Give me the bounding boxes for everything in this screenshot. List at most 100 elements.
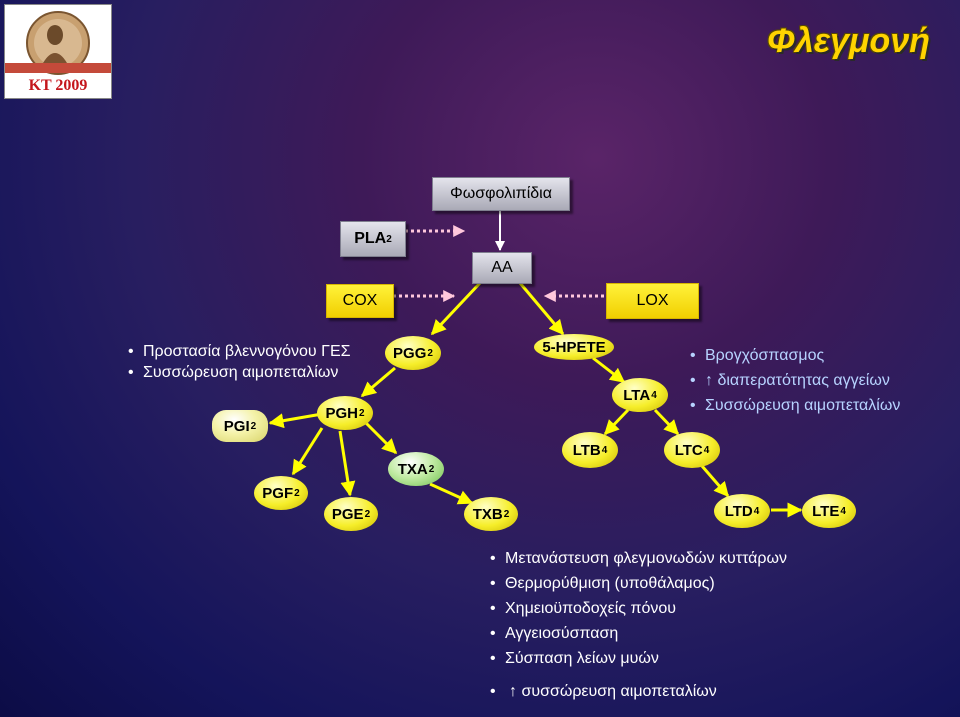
bullet-dot: • xyxy=(690,397,696,414)
bullet-dot: • xyxy=(490,683,496,700)
txa-to-txb-arrow xyxy=(429,482,474,505)
ltb-effect-3-text: Χημειοϋποδοχείς πόνου xyxy=(505,600,677,617)
ltc-to-ltd-arrow xyxy=(700,465,730,498)
aa-to-pgg-arrow xyxy=(430,281,482,336)
pgh-to-pgf-arrow xyxy=(291,427,324,476)
pgh-to-txa-arrow xyxy=(363,420,398,455)
pgh2-label: PGH xyxy=(325,404,358,422)
lox-box: LOX xyxy=(606,283,699,319)
bullet-dot: • xyxy=(128,364,134,381)
ltb-effect-2-text: Θερμορύθμιση (υποθάλαμος) xyxy=(505,575,715,592)
ltb-effect-2: • Θερμορύθμιση (υποθάλαμος) xyxy=(490,575,715,593)
pgg2-label: PGG xyxy=(393,344,427,362)
phospholipids-box: Φωσφολιπίδια xyxy=(432,177,570,211)
aa-box: AA xyxy=(472,252,532,284)
hpete-node: 5-HPETE xyxy=(534,334,614,360)
ltb4-label: LTB xyxy=(572,441,601,459)
pgh-to-pgi-arrow xyxy=(268,412,323,429)
lta-to-ltc-arrow xyxy=(653,408,680,436)
medallion-icon xyxy=(5,11,111,75)
ltb-effect-4-text: Αγγειοσύσπαση xyxy=(505,625,619,642)
bullet-dot: • xyxy=(690,347,696,364)
bullet-dot: • xyxy=(490,650,496,667)
pgh-to-pge-arrow xyxy=(338,430,356,497)
txa2-label: TXA xyxy=(397,460,428,478)
cox-label: COX xyxy=(342,292,378,309)
ltb-effect-3: • Χημειοϋποδοχείς πόνου xyxy=(490,600,676,618)
ltb-effect-1-text: Μετανάστευση φλεγμονωδών κυττάρων xyxy=(505,550,788,567)
bullet-dot: • xyxy=(490,575,496,592)
lte4-subscript: 4 xyxy=(840,505,846,517)
ltb-effect-5: • Σύσπαση λείων μυών xyxy=(490,650,659,668)
prostacyclin-effect-1: • Προστασία βλεννογόνου ΓΕΣ xyxy=(128,343,351,361)
ltb-effect-5-text: Σύσπαση λείων μυών xyxy=(505,650,659,667)
leukotriene-effect-1-text: Βρογχόσπασμος xyxy=(705,347,825,364)
logo-year-text: KT 2009 xyxy=(28,77,88,94)
pgg-to-pgh-arrow xyxy=(360,366,396,398)
bullet-dot: • xyxy=(490,600,496,617)
prostacyclin-effect-1-text: Προστασία βλεννογόνου ΓΕΣ xyxy=(143,343,351,360)
ltd4-label: LTD xyxy=(724,502,753,520)
leukotriene-effect-1: • Βρογχόσπασμος xyxy=(690,347,824,365)
ltb-effect-6: • ↑ συσσώρευση αιμοπεταλίων xyxy=(490,683,717,701)
aa-to-hpete-arrow xyxy=(518,282,565,336)
pgf2-label: PGF xyxy=(262,484,294,502)
lta-to-ltb-arrow xyxy=(603,408,630,436)
lox-label: LOX xyxy=(636,292,669,309)
pgi2-label: PGI xyxy=(223,417,250,435)
bullet-dot: • xyxy=(490,625,496,642)
ltb-effect-1: • Μετανάστευση φλεγμονωδών κυττάρων xyxy=(490,550,787,568)
lte4-label: LTE xyxy=(812,502,840,520)
lta4-label: LTA xyxy=(623,386,651,404)
ltc4-label: LTC xyxy=(674,441,703,459)
leukotriene-effect-3-text: Συσσώρευση αιμοπεταλίων xyxy=(705,397,901,414)
slide-title: Φλεγμονή xyxy=(767,22,930,60)
leukotriene-effect-3: • Συσσώρευση αιμοπεταλίων xyxy=(690,397,900,415)
pgf2-subscript: 2 xyxy=(294,487,300,499)
ltc4-subscript: 4 xyxy=(703,444,710,456)
bullet-dot: • xyxy=(490,550,496,567)
prostacyclin-effect-2-text: Συσσώρευση αιμοπεταλίων xyxy=(143,364,339,381)
txb2-label: TXB xyxy=(472,505,503,523)
ltb4-subscript: 4 xyxy=(601,444,608,456)
ltd4-subscript: 4 xyxy=(753,505,760,517)
txb2-subscript: 2 xyxy=(503,508,510,520)
aa-label: AA xyxy=(491,259,513,276)
ltb-effect-4: • Αγγειοσύσπαση xyxy=(490,625,618,643)
hpete-to-lta-arrow xyxy=(592,356,626,384)
pge2-label: PGE xyxy=(331,505,364,523)
pgh2-subscript: 2 xyxy=(358,407,365,419)
lta4-subscript: 4 xyxy=(651,389,657,401)
phospholipids-label: Φωσφολιπίδια xyxy=(450,185,552,202)
pla2-subscript: 2 xyxy=(386,233,392,245)
bullet-dot: • xyxy=(690,372,696,389)
leukotriene-effect-2-text: ↑ διαπερατότητας αγγείων xyxy=(705,372,890,389)
pge2-subscript: 2 xyxy=(364,508,371,520)
txa2-subscript: 2 xyxy=(428,463,435,475)
pgi2-subscript: 2 xyxy=(250,420,257,432)
hpete-label: 5-HPETE xyxy=(542,338,606,356)
prostacyclin-effect-2: • Συσσώρευση αιμοπεταλίων xyxy=(128,364,338,382)
bullet-dot: • xyxy=(128,343,134,360)
ltb-effect-6-text: ↑ συσσώρευση αιμοπεταλίων xyxy=(509,683,717,700)
pla2-label: PLA xyxy=(354,230,387,247)
leukotriene-effect-2: • ↑ διαπερατότητας αγγείων xyxy=(690,372,890,390)
kt-logo: KT 2009 xyxy=(4,4,112,99)
pgg2-subscript: 2 xyxy=(427,347,433,359)
cox-box: COX xyxy=(326,284,394,318)
